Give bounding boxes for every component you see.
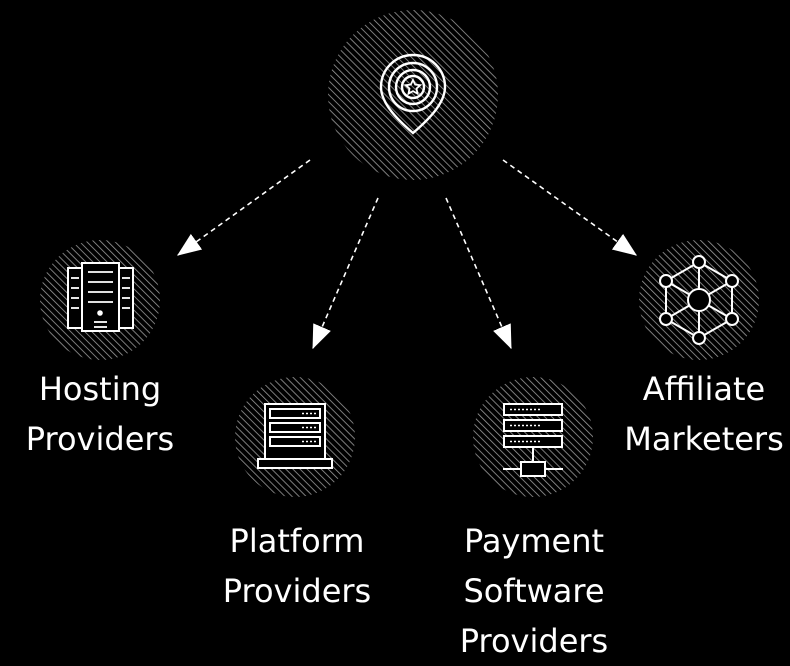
network-server-icon xyxy=(503,403,563,477)
label-payment-line-3: Providers xyxy=(459,622,609,660)
server-stack-icon xyxy=(257,403,333,469)
label-affiliate-line-2: Marketers xyxy=(624,420,784,458)
node-platform xyxy=(235,377,355,497)
label-hosting-line-1: Hosting xyxy=(38,370,162,408)
label-platform-line-2: Providers xyxy=(222,572,372,610)
label-hosting-line-2: Providers xyxy=(25,420,175,458)
connector-platform xyxy=(312,197,379,350)
connectors xyxy=(177,159,637,350)
center-node xyxy=(328,10,498,180)
location-pin-target-icon xyxy=(379,53,447,135)
label-platform: Platform Providers xyxy=(197,516,397,616)
label-affiliate: Affiliate Marketers xyxy=(604,364,790,464)
connector-payment xyxy=(445,197,512,350)
connector-affiliate xyxy=(502,159,637,256)
node-affiliate xyxy=(639,240,759,360)
label-payment: Payment Software Providers xyxy=(434,516,634,666)
server-rack-icon xyxy=(67,262,134,332)
node-hosting xyxy=(40,240,160,360)
node-payment xyxy=(473,377,593,497)
label-payment-line-1: Payment xyxy=(463,522,605,560)
connector-hosting xyxy=(177,159,311,256)
label-payment-line-2: Software xyxy=(463,572,605,610)
label-affiliate-line-1: Affiliate xyxy=(642,370,766,408)
network-hexagon-icon xyxy=(659,255,739,345)
label-platform-line-1: Platform xyxy=(229,522,365,560)
label-hosting: Hosting Providers xyxy=(0,364,200,464)
